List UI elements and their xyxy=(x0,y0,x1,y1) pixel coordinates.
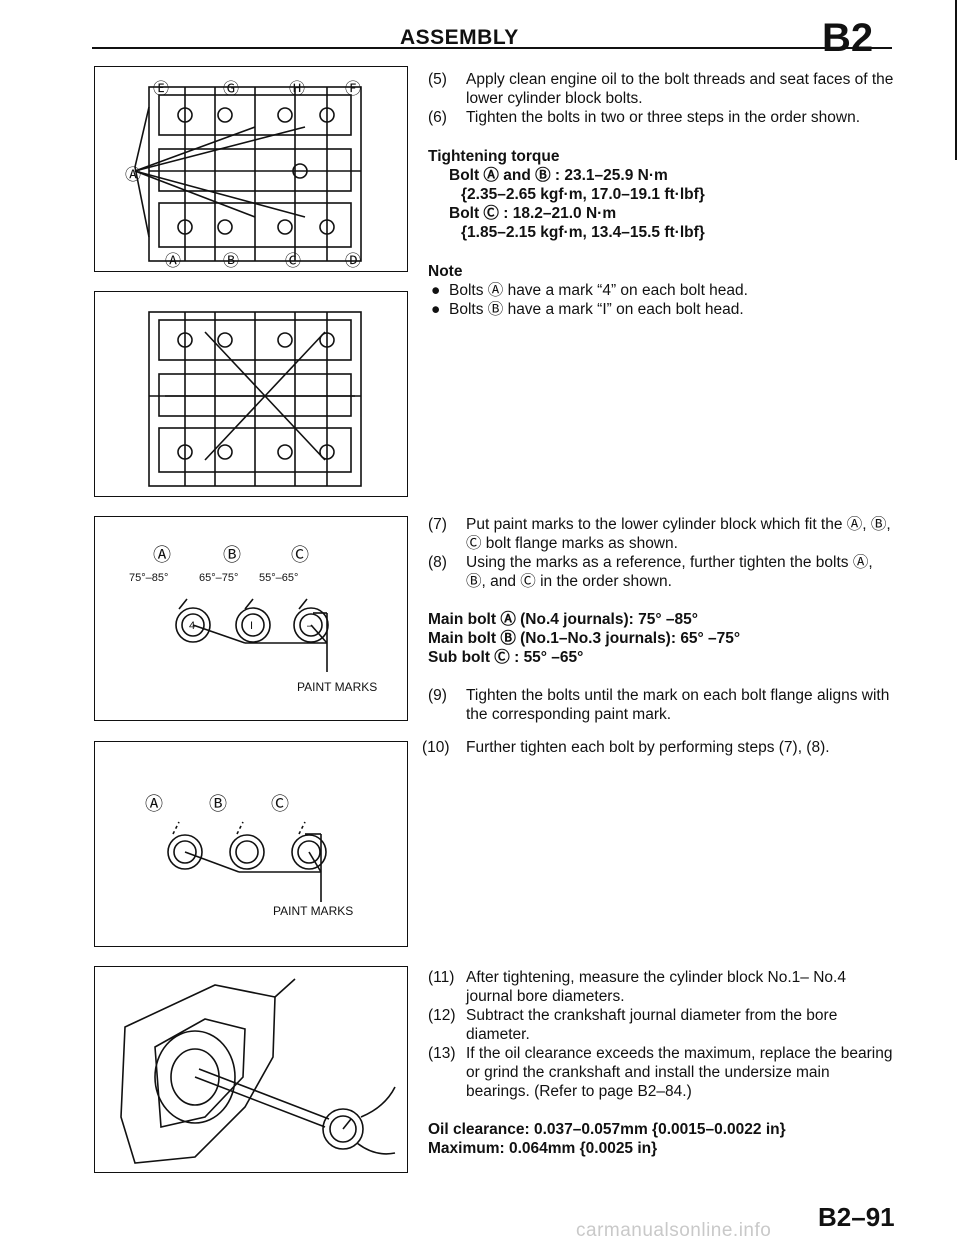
step-text: Tighten the bolts until the mark on each… xyxy=(466,687,890,723)
bolt-angle-drawing: 4 I – xyxy=(175,598,329,672)
step-text: Further tighten each bolt by performing … xyxy=(466,739,830,756)
section-code: B2 xyxy=(822,16,874,60)
label-bolt-b: Ⓑ xyxy=(223,545,241,565)
header-rule xyxy=(92,47,892,49)
label-bolt-c-2: Ⓒ xyxy=(271,794,289,814)
label-b: Ⓑ xyxy=(223,253,240,270)
figure-paint-marks-aligned: Ⓐ Ⓑ Ⓒ PAINT MARKS xyxy=(94,741,408,947)
note-heading: Note xyxy=(428,263,463,280)
step-text: After tightening, measure the cylinder b… xyxy=(466,969,846,1005)
figure-block-bolt-order: Ⓔ Ⓖ Ⓗ Ⓕ Ⓐ Ⓑ Ⓒ Ⓓ Ⓐ xyxy=(94,66,408,272)
page-number: B2–91 xyxy=(818,1202,895,1232)
angle-label-a: 75°–85° xyxy=(129,572,169,584)
step-number: (6) xyxy=(428,109,447,126)
label-bolt-a-2: Ⓐ xyxy=(145,794,163,814)
figure-block-bolt-order-2 xyxy=(94,291,408,497)
torque-spec-c-alt: {1.85–2.15 kgf·m, 13.4–15.5 ft·lbf} xyxy=(461,224,705,241)
svg-text:–: – xyxy=(307,620,314,632)
step-text: Apply clean engine oil to the bolt threa… xyxy=(466,71,894,107)
label-d: Ⓓ xyxy=(345,253,362,270)
section-tightening: (5) Apply clean engine oil to the bolt t… xyxy=(428,70,894,319)
paint-marks-caption: PAINT MARKS xyxy=(297,680,378,694)
step-number: (13) xyxy=(428,1045,456,1062)
torque-spec-ab: Bolt Ⓐ and Ⓑ : 23.1–25.9 N·m xyxy=(449,167,668,184)
step-text: If the oil clearance exceeds the maximum… xyxy=(466,1045,893,1100)
step-number: (9) xyxy=(428,687,447,704)
label-h: Ⓗ xyxy=(289,81,306,98)
bolt-aligned-drawing xyxy=(167,821,327,902)
step-number: (7) xyxy=(428,516,447,533)
angle-label-b: 65°–75° xyxy=(199,572,239,584)
angle-label-c: 55°–65° xyxy=(259,572,299,584)
label-side-a: Ⓐ xyxy=(125,167,142,184)
step-number: (8) xyxy=(428,554,447,571)
label-e: Ⓔ xyxy=(153,81,170,98)
section-angle-tightening: (7) Put paint marks to the lower cylinde… xyxy=(422,515,894,757)
block-drawing-1 xyxy=(134,86,362,262)
torque-heading: Tightening torque xyxy=(428,148,560,165)
step-12: (12) Subtract the crankshaft journal dia… xyxy=(428,1006,894,1044)
note-item-2: ● Bolts Ⓑ have a mark “I” on each bolt h… xyxy=(428,300,894,319)
step-7: (7) Put paint marks to the lower cylinde… xyxy=(428,515,894,553)
step-8: (8) Using the marks as a reference, furt… xyxy=(428,553,894,591)
watermark: carmanualsonline.info xyxy=(576,1220,772,1241)
note-item-1: ● Bolts Ⓐ have a mark “4” on each bolt h… xyxy=(428,281,894,300)
label-a: Ⓐ xyxy=(165,253,182,270)
bore-gauge-drawing xyxy=(120,978,396,1164)
step-11: (11) After tightening, measure the cylin… xyxy=(428,968,894,1006)
step-number: (11) xyxy=(428,969,455,986)
label-g: Ⓖ xyxy=(223,81,240,98)
figure-bore-gauge xyxy=(94,966,408,1173)
label-bolt-b-2: Ⓑ xyxy=(209,794,227,814)
step-number: (10) xyxy=(422,739,450,756)
step-number: (5) xyxy=(428,71,447,88)
step-13: (13) If the oil clearance exceeds the ma… xyxy=(428,1044,894,1101)
step-text: Tighten the bolts in two or three steps … xyxy=(466,109,861,126)
oil-clearance-spec: Oil clearance: 0.037–0.057mm {0.0015–0.0… xyxy=(428,1121,786,1138)
paint-marks-caption-2: PAINT MARKS xyxy=(273,904,354,918)
step-10: (10) Further tighten each bolt by perfor… xyxy=(422,738,894,757)
page-edge-mark xyxy=(955,0,957,160)
page-header-title: ASSEMBLY xyxy=(400,26,519,49)
step-5: (5) Apply clean engine oil to the bolt t… xyxy=(428,70,894,108)
label-f: Ⓕ xyxy=(345,81,362,98)
angle-spec-sub-c: Sub bolt Ⓒ : 55° –65° xyxy=(428,649,584,666)
step-text: Subtract the crankshaft journal diameter… xyxy=(466,1007,838,1043)
label-bolt-c: Ⓒ xyxy=(291,545,309,565)
figure-paint-marks-angles: 4 I – Ⓐ Ⓑ Ⓒ 75°–85° 65°–75° 55°–65° PAINT … xyxy=(94,516,408,721)
step-text: Put paint marks to the lower cylinder bl… xyxy=(466,516,891,552)
step-9: (9) Tighten the bolts until the mark on … xyxy=(428,686,894,724)
label-bolt-a: Ⓐ xyxy=(153,545,171,565)
note-text: Bolts Ⓐ have a mark “4” on each bolt hea… xyxy=(449,282,748,299)
oil-clearance-max: Maximum: 0.064mm {0.0025 in} xyxy=(428,1140,658,1157)
svg-text:4: 4 xyxy=(189,620,195,632)
svg-text:I: I xyxy=(250,620,253,632)
label-c: Ⓒ xyxy=(285,253,302,270)
block-drawing-2 xyxy=(148,311,362,487)
step-6: (6) Tighten the bolts in two or three st… xyxy=(428,108,894,127)
angle-spec-main-b: Main bolt Ⓑ (No.1–No.3 journals): 65° –7… xyxy=(428,630,741,647)
step-number: (12) xyxy=(428,1007,456,1024)
angle-spec-main-a: Main bolt Ⓐ (No.4 journals): 75° –85° xyxy=(428,611,698,628)
torque-spec-ab-alt: {2.35–2.65 kgf·m, 17.0–19.1 ft·lbf} xyxy=(461,186,705,203)
section-oil-clearance: (11) After tightening, measure the cylin… xyxy=(428,968,894,1158)
bullet-icon: ● xyxy=(431,301,441,318)
bullet-icon: ● xyxy=(431,282,441,299)
torque-spec-c: Bolt Ⓒ : 18.2–21.0 N·m xyxy=(449,205,617,222)
note-text: Bolts Ⓑ have a mark “I” on each bolt hea… xyxy=(449,301,744,318)
step-text: Using the marks as a reference, further … xyxy=(466,554,873,590)
